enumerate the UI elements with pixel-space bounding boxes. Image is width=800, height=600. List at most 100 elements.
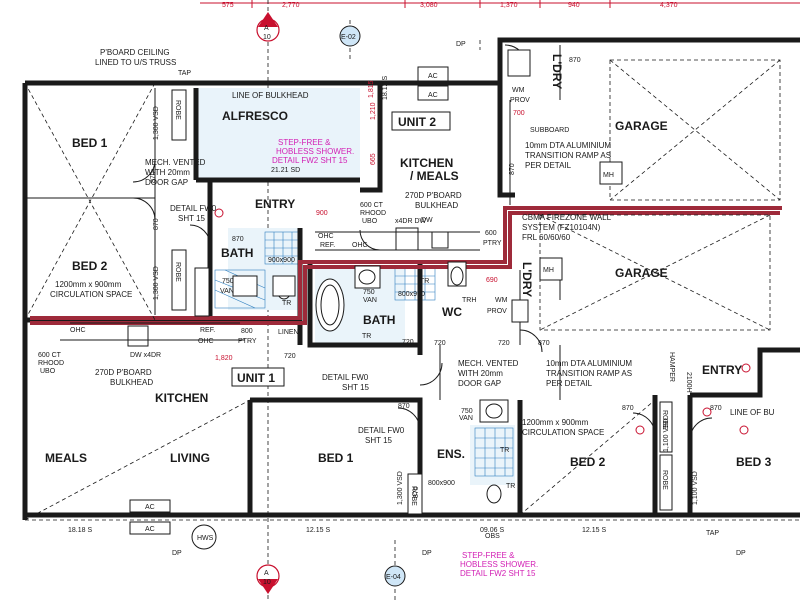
section-marker-top-label: A (264, 25, 269, 32)
label-ptry-top: PTRY (483, 240, 502, 247)
alfresco-floor (195, 88, 360, 178)
room-unit-1: UNIT 1 (237, 371, 275, 385)
label-shower-800-ens: 800x900 (428, 480, 455, 487)
label-ohc-left-2: OHC (198, 338, 214, 345)
firezone-wall-inner (30, 211, 780, 325)
label-ohc-top-1: OHC (318, 233, 334, 240)
note-bulkhead-270-top-2: BULKHEAD (415, 201, 458, 210)
note-rhood-left-3: UBO (40, 368, 56, 375)
note-rhood-left-1: 600 CT (38, 352, 62, 359)
level-1215-a: 12.15 S (306, 527, 330, 534)
note-ramp-mid-3: PER DETAIL (546, 379, 593, 388)
room-entry-right: ENTRY (702, 363, 742, 377)
section-marker-bottom-sub: 10 (263, 579, 271, 586)
dim-1300-vsd-mid: 1,300 VSD (153, 266, 160, 300)
label-750-bath: 750 (363, 289, 375, 296)
note-ramp-top-1: 10mm DTA ALUMINIUM (525, 141, 611, 150)
room-bath: BATH (363, 313, 395, 327)
dim-1100-vsd-a: 1,100 VSD (663, 418, 670, 452)
elevation-marker-top-label: E-02 (341, 34, 356, 41)
room-garage-top: GARAGE (615, 119, 668, 133)
label-van-ens: VAN (459, 415, 473, 422)
elevation-marker-top: E-02 (339, 25, 361, 47)
label-tr-wc: TR (420, 278, 429, 285)
label-van-bath-small: VAN (220, 288, 234, 295)
label-ohc-top-2: OHC (352, 242, 368, 249)
label-tr-ens-2: TR (506, 483, 515, 490)
section-marker-bottom: A 10 (256, 564, 280, 594)
dim-600-ptry: 600 (485, 230, 497, 237)
label-mh-top: MH (603, 172, 614, 179)
label-shower-900-small: 900x900 (268, 257, 295, 264)
dim-1210: 1,210 (370, 102, 377, 120)
elevation-marker-bottom-label: E-04 (386, 574, 401, 581)
label-ptry-left: PTRY (238, 338, 257, 345)
elevation-marker-bottom: E-04 (384, 565, 406, 587)
label-prov-mid: PROV (487, 308, 507, 315)
note-rhood-top-3: UBO (362, 218, 378, 225)
dim-720-linen: 720 (284, 353, 296, 360)
room-entry-left: ENTRY (255, 197, 295, 211)
label-tr-ens: TR (500, 447, 509, 454)
note-bulkhead-270-top-1: 270D P'BOARD (405, 191, 462, 200)
room-kitchen: KITCHEN (155, 391, 208, 405)
note-line-of-bu: LINE OF BU (730, 408, 775, 417)
note-x4dr-dw-top: x4DR DW (395, 218, 427, 225)
dim-870-ramp: 870 (538, 340, 550, 347)
note-tap-top: TAP (178, 70, 191, 77)
note-sd: 21.21 SD (271, 167, 300, 174)
note-step-free-top-3: DETAIL FW2 SHT 15 (272, 156, 348, 165)
note-detail-fw0-mid-1: DETAIL FW0 (322, 373, 369, 382)
note-circ-left-2: CIRCULATION SPACE (50, 290, 132, 299)
label-ref-top: REF. (320, 242, 335, 249)
label-tr-bath-small: TR (282, 300, 291, 307)
note-mech-top-2: WITH 20mm (145, 168, 190, 177)
dim-top-1: 575 (222, 2, 234, 9)
room-bed3: BED 3 (736, 455, 772, 469)
top-dimension-line: 575 2,770 3,080 1,370 940 4,370 (200, 0, 800, 9)
label-wm-top: WM (512, 87, 525, 94)
section-marker-top-sub: 10 (263, 34, 271, 41)
note-ramp-mid-1: 10mm DTA ALUMINIUM (546, 359, 632, 368)
room-ldry-top: L'DRY (550, 54, 564, 89)
dim-1300-vsd-bottom: 1,300 VSD (397, 471, 404, 505)
label-ohc-left-1: OHC (70, 327, 86, 334)
room-meals: MEALS (45, 451, 87, 465)
dim-top-6: 4,370 (660, 2, 678, 9)
note-cbma-3: FRL 60/60/60 (522, 233, 571, 242)
note-bulkhead-270-left-2: BULKHEAD (110, 378, 153, 387)
circulation-markers (214, 208, 751, 435)
note-ramp-top-2: TRANSITION RAMP AS (525, 151, 611, 160)
room-bed2-left: BED 2 (72, 259, 108, 273)
note-linen: LINEN (278, 329, 299, 336)
note-bulkhead-270-left-1: 270D P'BOARD (95, 368, 152, 377)
label-robe-top: ROBE (174, 100, 181, 120)
label-robe-right-2: ROBE (661, 410, 668, 430)
note-step-free-top-2: HOBLESS SHOWER. (276, 147, 354, 156)
dim-665: 665 (370, 153, 377, 165)
note-tap-bottom: TAP (706, 530, 719, 537)
dim-870-entry: 870 (710, 405, 722, 412)
note-step-free-top-1: STEP-FREE & (278, 138, 331, 147)
note-step-free-bottom-2: HOBLESS SHOWER. (460, 560, 538, 569)
dim-2100h: 2100H (685, 372, 692, 393)
label-750-ens: 750 (461, 408, 473, 415)
note-detail-fw0-top-2: SHT 15 (178, 214, 206, 223)
dim-top-3: 3,080 (420, 2, 438, 9)
note-cbma-1: CBMA FIREZONE WALL (522, 213, 612, 222)
note-rhood-top-2: RHOOD (360, 210, 386, 217)
garage-roof-marks (24, 59, 781, 521)
room-ensuite: ENS. (437, 447, 465, 461)
note-obs: OBS (485, 533, 500, 540)
label-van-bath: VAN (363, 297, 377, 304)
level-1215-b: 12.15 S (582, 527, 606, 534)
note-hamper: HAMPER (668, 352, 675, 382)
dim-1820: 1,820 (215, 355, 233, 362)
note-mech-top-1: MECH. VENTED (145, 158, 206, 167)
room-wc: WC (442, 305, 462, 319)
label-dp-bottom-2: DP (422, 550, 432, 557)
note-rhood-left-2: RHOOD (38, 360, 64, 367)
label-robe-right: ROBE (661, 470, 668, 490)
dim-870-bed1: 870 (150, 171, 157, 183)
